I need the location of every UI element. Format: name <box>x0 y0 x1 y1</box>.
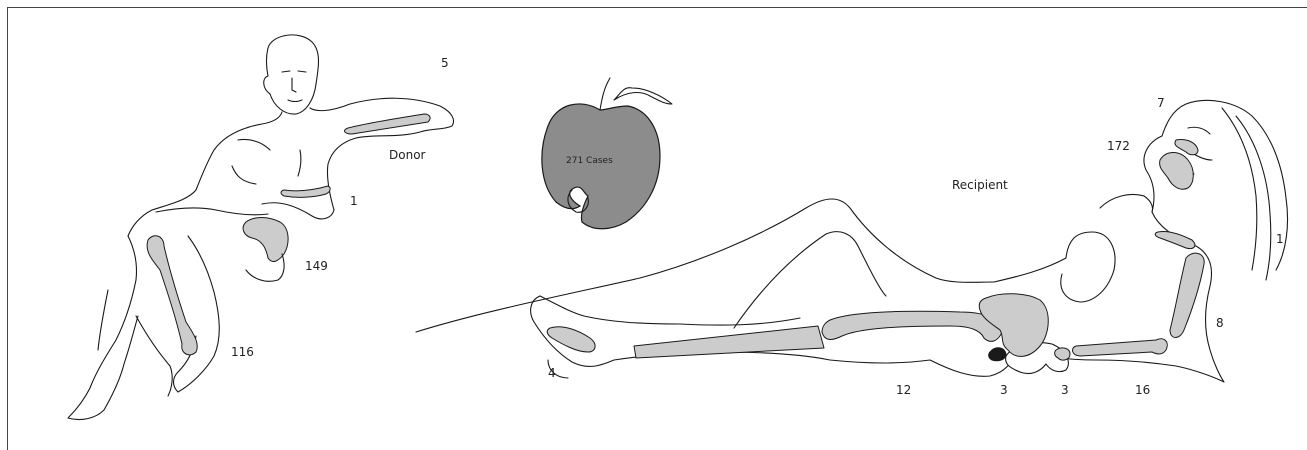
donor-rib-bone <box>281 186 330 197</box>
recipient-femur-count: 12 <box>896 383 911 397</box>
donor-pelvis-bone <box>243 218 288 262</box>
recipient-jaw-bone <box>1175 139 1198 154</box>
recipient-hand-count: 3 <box>1061 383 1069 397</box>
recipient-skull-bone <box>1160 153 1194 190</box>
donor-label: Donor <box>389 148 426 162</box>
recipient-pelvis-lesion <box>989 348 1006 361</box>
recipient-forearm-bone <box>1073 339 1168 356</box>
apple-case-count: 271 Cases <box>566 156 613 166</box>
donor-femur-count: 116 <box>231 345 254 359</box>
recipient-forearm-count: 16 <box>1135 383 1150 397</box>
apple-body <box>542 104 660 229</box>
donor-figure <box>68 35 454 420</box>
recipient-humerus-bone <box>1170 253 1204 337</box>
donor-arm-count: 1 <box>350 194 358 208</box>
donor-pelvis-count: 149 <box>305 259 328 273</box>
recipient-femur-bone <box>822 311 1002 341</box>
recipient-tibia-bone <box>634 326 824 358</box>
apple-illustration: 271 Cases <box>542 78 672 229</box>
donor-head-count: 5 <box>441 56 449 70</box>
donor-head <box>264 35 319 114</box>
recipient-spine-count: 8 <box>1216 316 1224 330</box>
recipient-top-count: 7 <box>1157 96 1165 110</box>
recipient-hair <box>1222 108 1271 280</box>
recipient-skull-count: 172 <box>1107 139 1130 153</box>
recipient-label: Recipient <box>952 178 1008 192</box>
donor-femur-bone <box>147 236 197 355</box>
recipient-foot-count: 4 <box>548 366 556 380</box>
donor-humerus-bone <box>345 114 431 134</box>
apple-stem <box>600 78 672 110</box>
recipient-clavicle-bone <box>1155 231 1195 248</box>
recipient-pelvis-count: 3 <box>1000 383 1008 397</box>
recipient-right-count: 1 <box>1276 232 1284 246</box>
